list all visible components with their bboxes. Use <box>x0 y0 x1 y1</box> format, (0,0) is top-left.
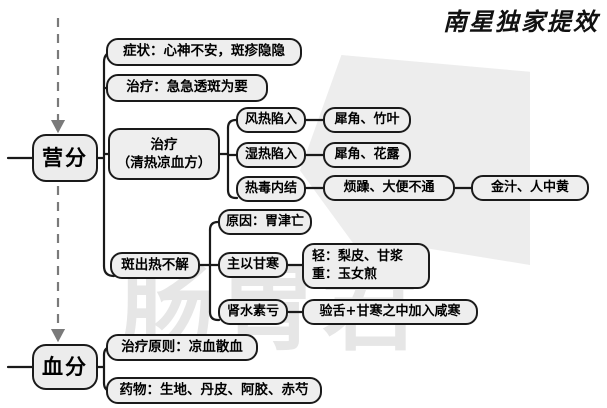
node-xue-principle[interactable]: 治疗原则：凉血散血 <box>106 334 258 361</box>
node-wind-heat-invasion[interactable]: 风热陷入 <box>236 107 306 133</box>
node-heat-toxin-binding[interactable]: 热毒内结 <box>236 176 306 202</box>
node-ying-formula[interactable]: 治疗 （清热凉血方） <box>108 128 220 180</box>
node-damp-heat-drugs[interactable]: 犀角、花露 <box>323 142 411 168</box>
node-wind-heat-drugs[interactable]: 犀角、竹叶 <box>323 107 411 133</box>
node-sweet-cold-detail[interactable]: 轻：梨皮、甘浆 重：玉女煎 <box>302 243 430 289</box>
node-kidney-water-deficiency[interactable]: 肾水素亏 <box>218 299 288 325</box>
node-damp-heat-invasion[interactable]: 湿热陷入 <box>236 142 306 168</box>
node-cause-stomach-fluid-loss[interactable]: 原因：胃津亡 <box>218 209 312 235</box>
node-heat-toxin-symptoms[interactable]: 烦躁、大便不通 <box>323 175 455 201</box>
node-sweet-cold-therapy[interactable]: 主以甘寒 <box>218 252 288 278</box>
page-title: 南星独家提效 <box>443 7 599 36</box>
node-kidney-water-detail[interactable]: 验舌+甘寒之中加入咸寒 <box>302 299 478 325</box>
node-ying-treatment[interactable]: 治疗：急急透斑为要 <box>106 74 268 102</box>
node-ying-symptoms[interactable]: 症状：心神不安，斑疹隐隐 <box>106 38 302 66</box>
root-node-ying-fen[interactable]: 营分 <box>32 134 98 182</box>
node-heat-toxin-drugs[interactable]: 金汁、人中黄 <box>471 175 589 201</box>
node-xue-drugs[interactable]: 药物：生地、丹皮、阿胶、赤芍 <box>106 377 322 404</box>
root-node-xue-fen[interactable]: 血分 <box>32 344 98 390</box>
node-rash-persistent-fever[interactable]: 斑出热不解 <box>110 252 200 279</box>
